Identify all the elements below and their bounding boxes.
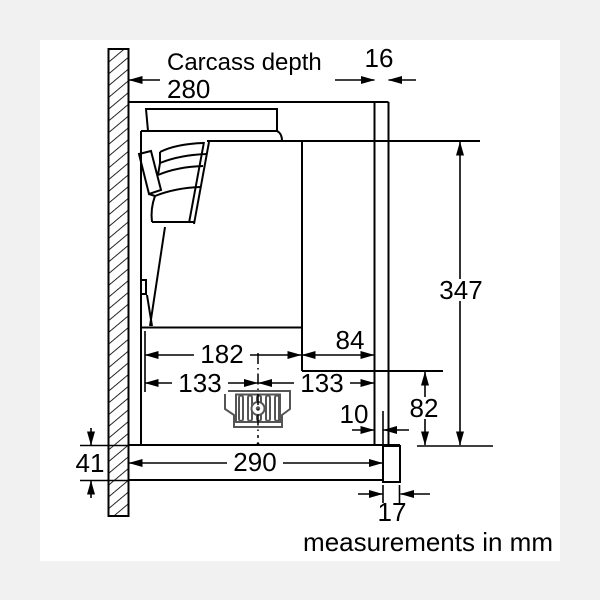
dim-133-right-value: 133 <box>300 368 343 398</box>
dim-82-value: 82 <box>410 393 439 423</box>
dim-347-value: 347 <box>439 275 482 305</box>
wall-hatch <box>107 48 130 517</box>
dim-290: 290 <box>128 447 383 477</box>
dim-10: 10 <box>340 399 409 434</box>
dim-16-value: 16 <box>365 43 394 73</box>
dim-347: 347 <box>433 141 489 446</box>
dim-182-value: 182 <box>200 339 243 369</box>
handle-strip <box>382 445 401 483</box>
dim-82: 82 <box>405 371 445 446</box>
dim-133-left-value: 133 <box>178 368 221 398</box>
telescopic-flap-assembly <box>137 141 210 225</box>
dim-17: 17 <box>358 485 430 527</box>
units-note: measurements in mm <box>303 527 553 557</box>
dim-41-value: 41 <box>76 448 105 478</box>
wall-bracket <box>137 149 163 196</box>
dim-41: 41 <box>76 428 105 498</box>
carcass-depth-label: Carcass depth <box>167 49 322 76</box>
dim-10-value: 10 <box>340 399 369 429</box>
dim-182: 182 <box>144 339 302 369</box>
dim-carcass-depth: Carcass depth 280 <box>128 49 375 104</box>
dim-84-value: 84 <box>336 325 365 355</box>
dim-17-value: 17 <box>378 497 407 527</box>
dim-290-value: 290 <box>233 447 276 477</box>
dim-panel-16: 16 <box>365 43 416 84</box>
carcass-and-front-panel <box>128 101 390 445</box>
dim-84: 84 <box>301 325 375 359</box>
dim-280-value: 280 <box>167 74 210 104</box>
dim-133-left: 133 <box>144 368 258 398</box>
bottom-rail <box>128 411 493 483</box>
dim-133-right: 133 <box>258 368 375 398</box>
hood-body <box>137 108 480 445</box>
center-line <box>256 353 260 445</box>
